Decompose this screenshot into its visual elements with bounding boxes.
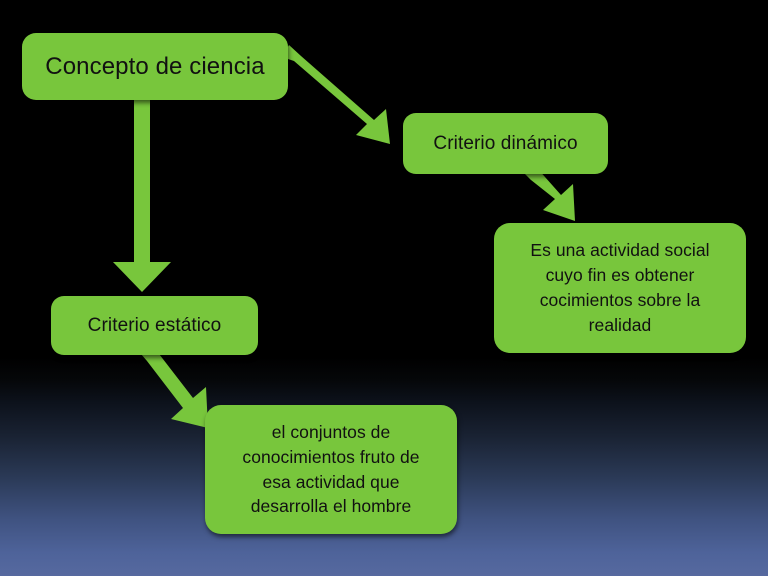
node-criterio-dinamico[interactable]: Criterio dinámico — [403, 113, 608, 174]
node-actividad-social-line-3: cocimientos sobre la — [539, 290, 701, 310]
node-criterio-estatico-label: Criterio estático — [87, 314, 222, 336]
node-conjunto-conocimientos-line-1: el conjuntos de — [271, 421, 391, 442]
node-actividad-social[interactable]: Es una actividad social cuyo fin es obte… — [494, 223, 746, 353]
node-concepto-label: Concepto de ciencia — [45, 52, 265, 80]
node-conjunto-conocimientos[interactable]: el conjuntos de conocimientos fruto de e… — [205, 405, 457, 534]
node-conjunto-conocimientos-line-4: desarrolla el hombre — [250, 496, 412, 517]
node-actividad-social-line-1: Es una actividad social — [530, 240, 710, 261]
node-actividad-social-line-4: realidad — [588, 314, 652, 335]
node-concepto-de-ciencia[interactable]: Concepto de ciencia — [22, 33, 288, 100]
node-conjunto-conocimientos-label: el conjuntos de conocimientos fruto de e… — [242, 420, 419, 519]
node-conjunto-conocimientos-line-3: esa actividad que — [262, 471, 400, 492]
node-criterio-dinamico-label: Criterio dinámico — [433, 132, 578, 154]
node-actividad-social-label: Es una actividad social cuyo fin es obte… — [530, 238, 709, 337]
node-criterio-estatico[interactable]: Criterio estático — [51, 296, 258, 355]
node-actividad-social-line-2: cuyo fin es obtener — [545, 265, 695, 286]
node-conjunto-conocimientos-line-2: conocimientos fruto de — [242, 446, 420, 467]
